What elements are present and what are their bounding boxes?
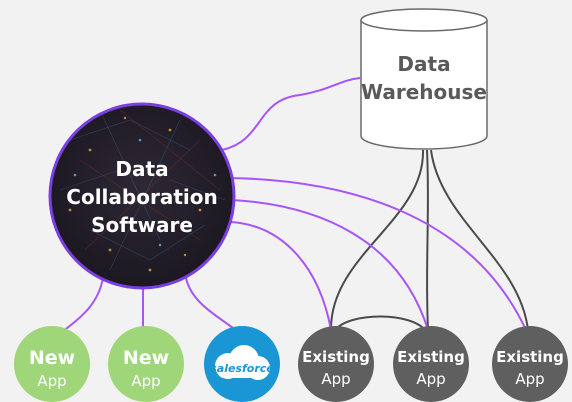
existing-app-3-title: Existing xyxy=(496,348,564,366)
warehouse-label-line2: Warehouse xyxy=(361,80,487,104)
warehouse-to-existing-3 xyxy=(430,149,529,331)
new-app-1: New App xyxy=(14,326,90,402)
salesforce-logo-text: salesforce xyxy=(210,362,274,375)
existing-app-3: Existing App xyxy=(492,326,568,402)
data-collaboration-hub: Data Collaboration Software xyxy=(48,102,236,290)
hub-to-existing-1 xyxy=(229,221,332,331)
existing-app-3-subtitle: App xyxy=(515,370,544,388)
new-app-1-subtitle: App xyxy=(37,372,66,390)
warehouse-label-line1: Data xyxy=(397,52,450,76)
existing-app-1-title: Existing xyxy=(302,348,370,366)
hub-to-new-app-1 xyxy=(61,277,104,333)
existing-app-2-title: Existing xyxy=(397,348,465,366)
hub-label-line2: Collaboration xyxy=(66,185,217,209)
salesforce-app: salesforce xyxy=(204,326,280,402)
existing-app-1-subtitle: App xyxy=(321,370,350,388)
hub-to-existing-2 xyxy=(231,199,429,331)
new-app-2: New App xyxy=(108,326,184,402)
existing-app-2: Existing App xyxy=(393,326,469,402)
warehouse-connectors xyxy=(329,149,529,331)
warehouse-to-existing-1 xyxy=(329,149,425,331)
existing-app-1: Existing App xyxy=(298,326,374,402)
hub-to-existing-3 xyxy=(229,177,527,331)
new-app-2-subtitle: App xyxy=(131,372,160,390)
hub-connectors xyxy=(61,77,527,333)
hub-label-line3: Software xyxy=(91,213,193,237)
warehouse-to-existing-2 xyxy=(426,149,429,331)
new-app-2-title: New xyxy=(123,347,169,369)
new-app-1-title: New xyxy=(29,347,75,369)
hub-label-line1: Data xyxy=(115,157,168,181)
salesforce-cloud-icon xyxy=(215,345,270,380)
existing-1-to-existing-2-arc xyxy=(334,315,426,331)
data-warehouse: Data Warehouse xyxy=(360,8,488,150)
hub-to-salesforce xyxy=(185,277,239,333)
hub-to-warehouse xyxy=(221,77,361,151)
network-texture xyxy=(59,109,226,272)
existing-app-2-subtitle: App xyxy=(416,370,445,388)
